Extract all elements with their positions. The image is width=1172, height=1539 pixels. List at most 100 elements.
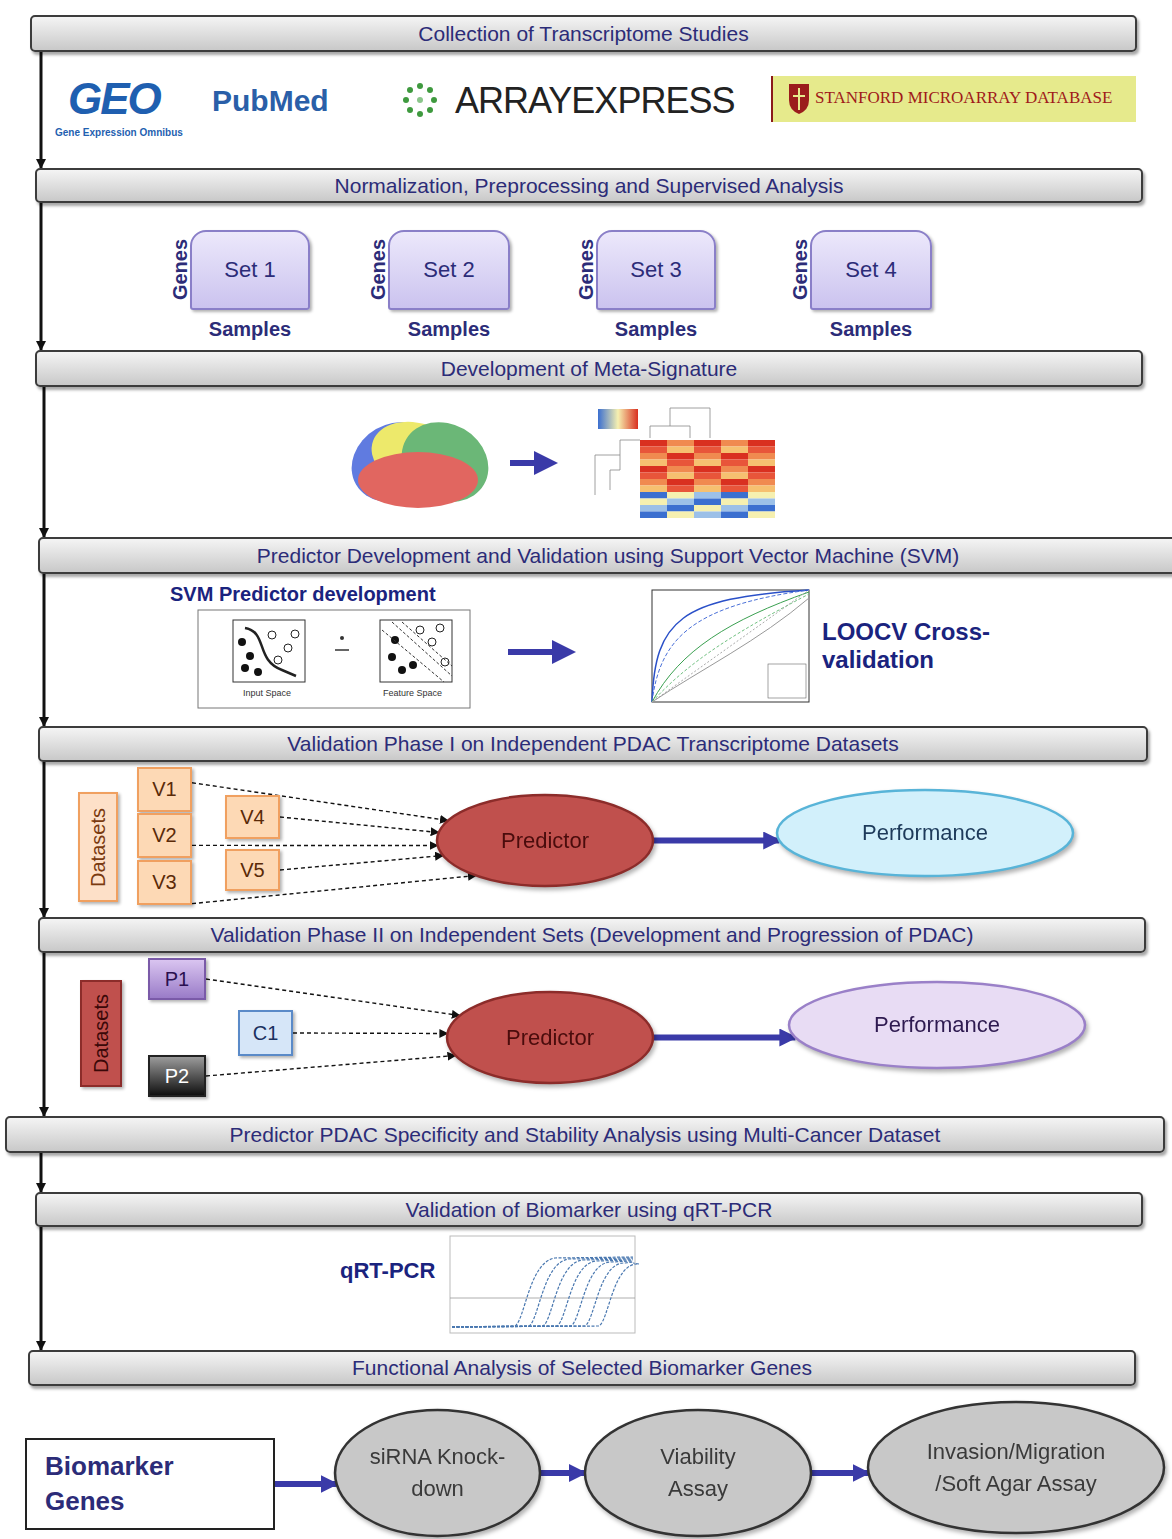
venn-diagram <box>337 407 503 518</box>
dataset-box: Set 3GenesSamples <box>596 230 716 310</box>
label: SVM Predictor development <box>170 583 436 606</box>
block-arrow <box>540 1470 585 1476</box>
ellipse-label: siRNA Knock-down <box>363 1441 513 1505</box>
small-box: P2 <box>148 1055 206 1097</box>
small-box: V2 <box>137 813 192 858</box>
ellipse-node: Predictor <box>435 793 655 888</box>
band-title: Functional Analysis of Selected Biomarke… <box>352 1356 812 1380</box>
heatmap <box>640 440 775 518</box>
ellipse-node: Viability Assay <box>583 1408 813 1538</box>
axis-label: Samples <box>192 318 308 341</box>
small-box: V4 <box>225 795 280 839</box>
set-name: Set 4 <box>845 257 896 283</box>
label: Input Space <box>243 688 291 698</box>
flow-arrow <box>43 953 46 1116</box>
set-name: Set 1 <box>224 257 275 283</box>
band-title: Validation of Biomarker using qRT-PCR <box>406 1198 773 1222</box>
stage-band: Collection of Transcriptome Studies <box>30 15 1137 52</box>
axis-label: Genes <box>169 230 192 310</box>
axis-label: Genes <box>789 230 812 310</box>
band-title: Normalization, Preprocessing and Supervi… <box>335 174 844 198</box>
label: ARRAYEXPRESS <box>455 80 734 122</box>
block-arrow <box>275 1481 337 1487</box>
small-box: V3 <box>137 860 192 905</box>
small-box: Biomarker Genes <box>25 1438 275 1530</box>
band-title: Development of Meta-Signature <box>441 357 738 381</box>
vertical-label: Datasets <box>87 808 110 887</box>
axis-label: Samples <box>598 318 714 341</box>
band-title: Predictor PDAC Specificity and Stability… <box>230 1123 941 1147</box>
label: qRT-PCR <box>340 1258 435 1284</box>
axis-label: Samples <box>390 318 508 341</box>
label: STANFORD MICROARRAY DATABASE <box>815 88 1112 108</box>
stage-band: Predictor PDAC Specificity and Stability… <box>5 1116 1165 1153</box>
flow-arrow <box>43 574 46 726</box>
stage-band: Validation of Biomarker using qRT-PCR <box>35 1192 1143 1227</box>
band-title: Predictor Development and Validation usi… <box>257 544 959 568</box>
ellipse-label: Predictor <box>506 1022 594 1054</box>
ellipse-node: Performance <box>775 788 1075 878</box>
band-title: Collection of Transcriptome Studies <box>418 22 748 46</box>
stage-band: Normalization, Preprocessing and Supervi… <box>35 168 1143 203</box>
ellipse-outline <box>866 1400 1166 1535</box>
dashed-arrow <box>293 1032 447 1034</box>
dataset-box: Set 4GenesSamples <box>810 230 932 310</box>
qpcr-chart <box>450 1236 639 1333</box>
ellipse-node: Performance <box>787 980 1087 1070</box>
flow-arrow <box>40 52 43 168</box>
ellipse-label: Performance <box>874 1009 1000 1041</box>
block-arrow <box>653 1035 795 1041</box>
label: Gene Expression Omnibus <box>55 127 183 138</box>
small-box: V1 <box>137 767 192 812</box>
datasets-box: Datasets <box>80 980 122 1087</box>
stage-band: Development of Meta-Signature <box>35 350 1143 387</box>
dashed-arrow <box>280 817 439 833</box>
stage-band: Predictor Development and Validation usi… <box>38 537 1172 574</box>
roc-chart <box>652 590 809 702</box>
small-box: C1 <box>238 1010 293 1056</box>
ellipse-label: Performance <box>862 817 988 849</box>
ellipse-node: siRNA Knock-down <box>333 1408 542 1538</box>
ellipse-label: Invasion/Migration /Soft Agar Assay <box>911 1436 1121 1500</box>
set-name: Set 3 <box>630 257 681 283</box>
stage-band: Validation Phase II on Independent Sets … <box>38 917 1146 953</box>
dashed-arrow <box>192 845 438 846</box>
ellipse-outline <box>583 1408 813 1538</box>
ellipse-outline <box>333 1408 542 1538</box>
small-box: P1 <box>148 958 206 1000</box>
datasets-box: Datasets <box>78 792 118 902</box>
label: Feature Space <box>383 688 442 698</box>
flow-arrow <box>40 1153 43 1192</box>
stanford-bar <box>772 76 1136 122</box>
stage-band: Functional Analysis of Selected Biomarke… <box>28 1350 1136 1386</box>
box-label: P2 <box>165 1065 189 1088</box>
flow-arrow <box>43 762 46 917</box>
axis-label: Samples <box>812 318 930 341</box>
box-label: V4 <box>240 806 264 829</box>
band-title: Validation Phase I on Independent PDAC T… <box>287 732 898 756</box>
box-label: V2 <box>152 824 176 847</box>
dataset-box: Set 2GenesSamples <box>388 230 510 310</box>
vertical-label: Datasets <box>90 994 113 1073</box>
block-arrow <box>811 1470 869 1476</box>
band-title: Validation Phase II on Independent Sets … <box>210 923 973 947</box>
axis-label: Genes <box>367 230 390 310</box>
arrayexpress-icon <box>403 83 437 117</box>
ellipse-node: Predictor <box>445 990 655 1085</box>
flow-arrow <box>40 1227 43 1350</box>
ellipse-label: Predictor <box>501 825 589 857</box>
label: PubMed <box>212 84 329 118</box>
small-box: V5 <box>225 849 280 891</box>
box-label: P1 <box>165 968 189 991</box>
label: LOOCV Cross-validation <box>822 618 1017 674</box>
box-label: Biomarker Genes <box>45 1449 155 1519</box>
dataset-box: Set 1GenesSamples <box>190 230 310 310</box>
flow-arrow <box>40 203 43 350</box>
box-label: V3 <box>152 871 176 894</box>
ellipse-node: Invasion/Migration /Soft Agar Assay <box>866 1400 1166 1535</box>
axis-label: Genes <box>575 230 598 310</box>
dashed-arrow <box>280 856 443 871</box>
ellipse-label: Viability Assay <box>638 1441 758 1505</box>
dashed-arrow <box>206 1056 455 1077</box>
flow-arrow <box>43 387 46 537</box>
